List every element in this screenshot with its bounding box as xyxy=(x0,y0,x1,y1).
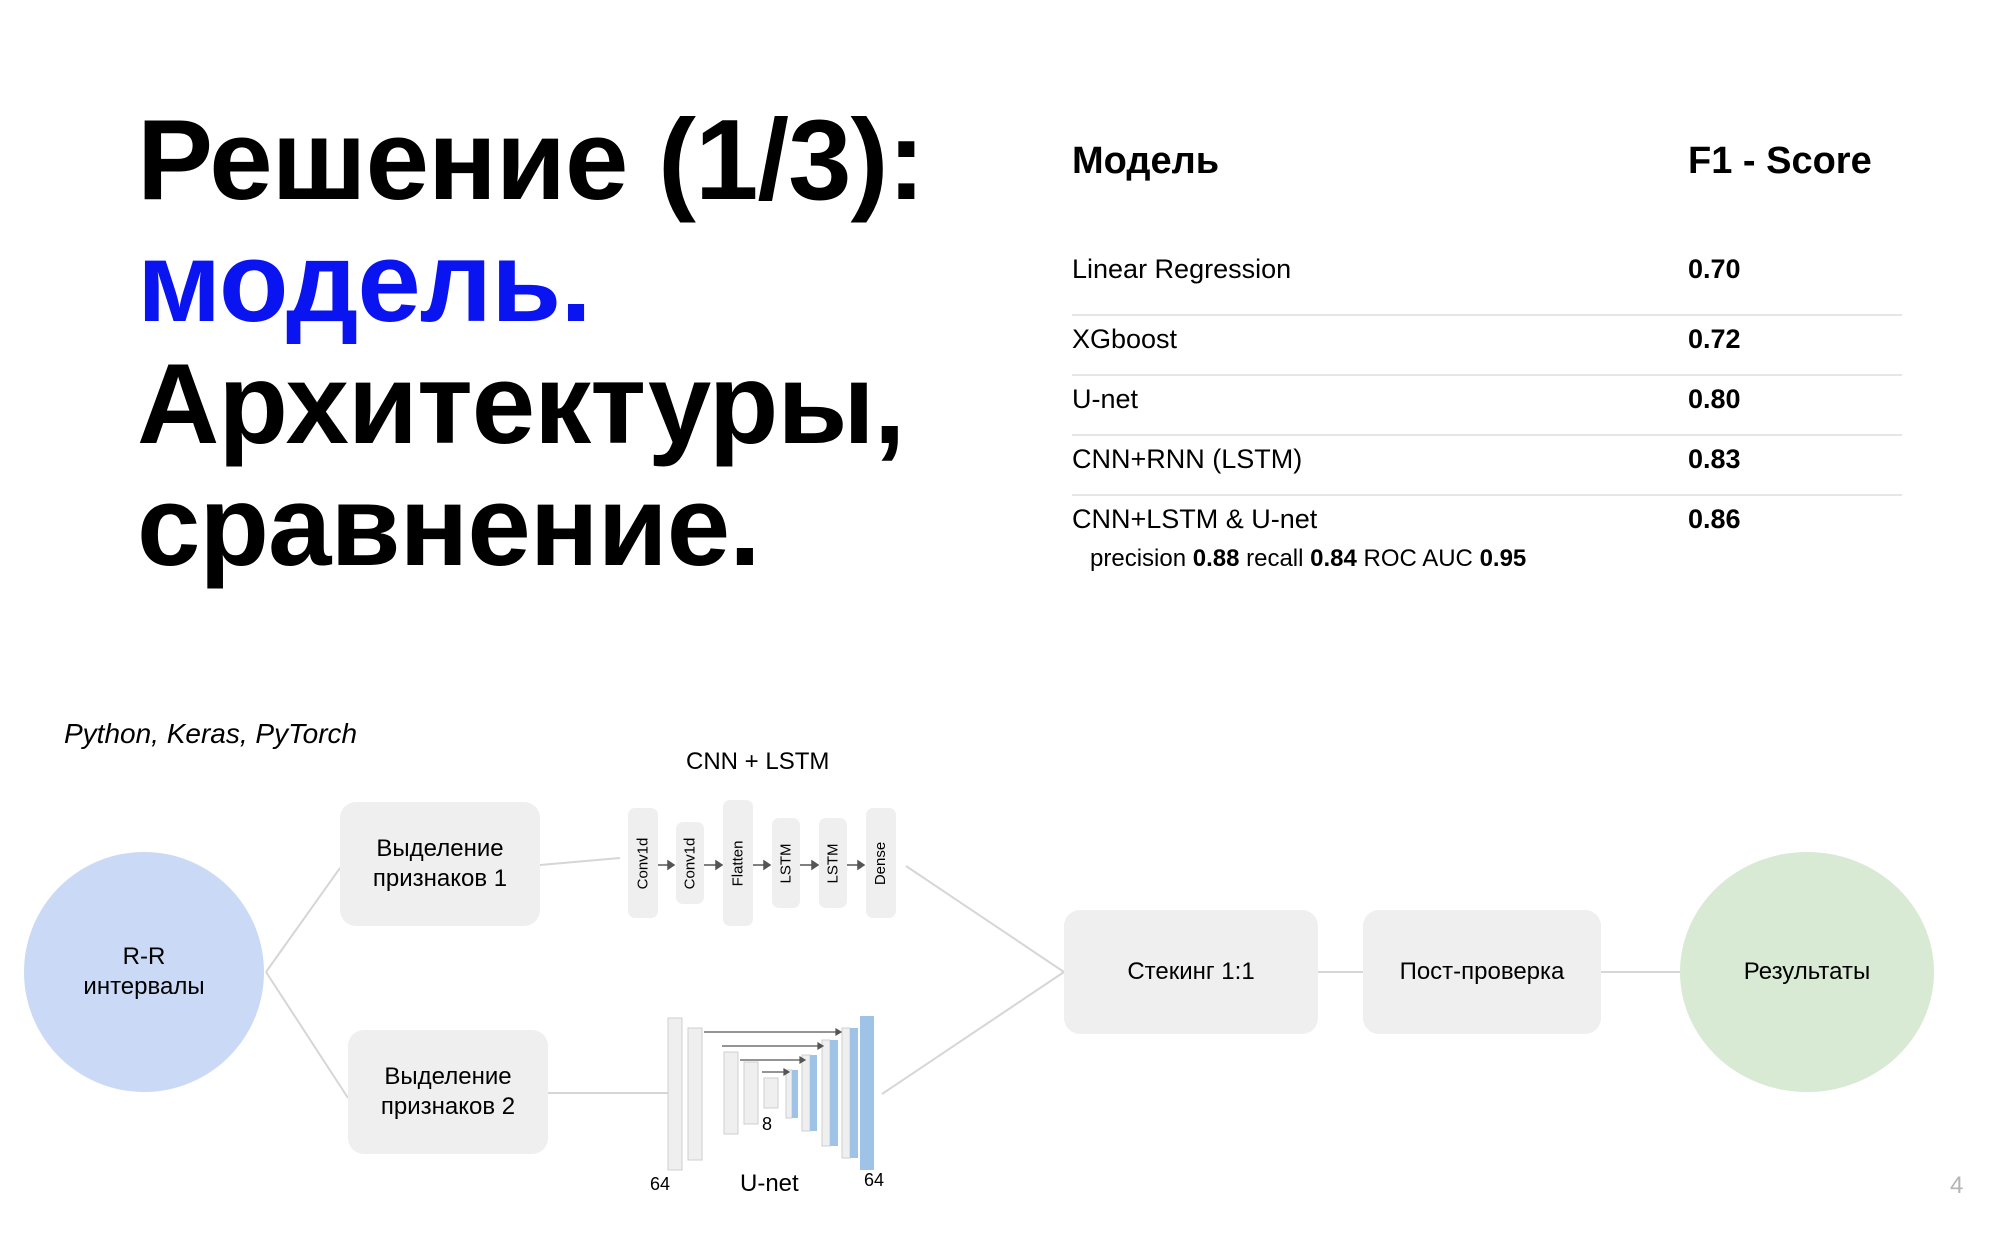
unet-enc-2 xyxy=(687,1027,703,1161)
unet-dec-3a xyxy=(821,1039,831,1147)
cnn-arrows xyxy=(656,859,866,871)
f1-value: 0.72 xyxy=(1688,324,1741,354)
unet-enc-1 xyxy=(667,1017,683,1171)
unet-graphic xyxy=(667,1016,874,1171)
recall-value: 0.84 xyxy=(1310,545,1357,572)
feature2-line-2: признаков 2 xyxy=(380,1093,516,1120)
unet-dec-3b xyxy=(830,1040,838,1146)
unet-dec-2b xyxy=(810,1055,817,1131)
table-row: U-net 0.80 xyxy=(1072,376,1902,436)
f1-value: 0.83 xyxy=(1688,444,1741,474)
layer-label: LSTM xyxy=(824,842,842,884)
model-comparison-table: Модель F1 - Score Linear Regression 0.70… xyxy=(1072,140,1902,556)
unet-label: U-net xyxy=(740,1170,799,1197)
connector-unet-stacking xyxy=(881,971,1065,1095)
cnn-layer-conv1d-2: Conv1d xyxy=(676,822,704,904)
header-model: Модель xyxy=(1072,140,1220,182)
title-line-2: модель. xyxy=(137,219,592,346)
table-row: XGboost 0.72 xyxy=(1072,316,1902,376)
unet-enc-4 xyxy=(743,1061,759,1125)
layer-label: Flatten xyxy=(729,840,747,886)
model-name: CNN+LSTM & U-net xyxy=(1072,504,1318,534)
unet-bottom-size: 8 xyxy=(762,1114,773,1134)
feature-extraction-2: Выделение признаков 2 xyxy=(348,1030,548,1154)
f1-value: 0.70 xyxy=(1688,254,1741,284)
page-number: 4 xyxy=(1950,1172,1964,1199)
layer-label: Dense xyxy=(872,841,890,885)
unet-enc-3 xyxy=(723,1051,739,1135)
results-label: Результаты xyxy=(1743,958,1871,985)
stacking-node: Стекинг 1:1 xyxy=(1064,910,1318,1034)
precision-value: 0.88 xyxy=(1192,545,1240,572)
connector-input-feature2 xyxy=(265,971,349,1099)
title-line-3: Архитектуры, xyxy=(137,341,905,468)
cnn-lstm-title: CNN + LSTM xyxy=(686,748,830,775)
slide-title: Решение (1/3): модель. Архитектуры, срав… xyxy=(137,97,925,590)
roc-auc-label: ROC AUC xyxy=(1363,545,1473,572)
input-line-2: интервалы xyxy=(83,973,205,1000)
feature-extraction-1: Выделение признаков 1 xyxy=(340,802,540,926)
roc-auc-value: 0.95 xyxy=(1479,545,1527,572)
feature2-line-1: Выделение xyxy=(384,1063,512,1090)
unet-dec-1b xyxy=(792,1070,798,1118)
results-node: Результаты xyxy=(1680,852,1934,1092)
connector-cnn-stacking xyxy=(905,865,1065,973)
cnn-layer-flatten: Flatten xyxy=(723,800,753,926)
input-line-1: R-R xyxy=(122,943,166,970)
title-line-1: Решение (1/3): xyxy=(137,97,925,224)
libraries-caption: Python, Keras, PyTorch xyxy=(64,718,358,749)
cnn-layer-lstm-2: LSTM xyxy=(819,818,847,908)
input-node-rr-intervals: R-R интервалы xyxy=(24,852,264,1092)
unet-dec-4a xyxy=(841,1027,851,1159)
table-row: CNN+LSTM & U-net 0.86 xyxy=(1072,496,1902,556)
f1-value: 0.80 xyxy=(1688,384,1741,414)
model-name: Linear Regression xyxy=(1072,254,1292,284)
recall-label: recall xyxy=(1246,545,1304,572)
unet-left-size: 64 xyxy=(650,1174,671,1194)
layer-label: LSTM xyxy=(777,842,795,884)
post-check-node: Пост-проверка xyxy=(1363,910,1601,1034)
model-name: CNN+RNN (LSTM) xyxy=(1072,444,1303,474)
header-f1-score: F1 - Score xyxy=(1688,140,1872,182)
table-row: CNN+RNN (LSTM) 0.83 xyxy=(1072,436,1902,496)
layer-label: Conv1d xyxy=(634,837,652,889)
metrics-note: precision 0.88 recall 0.84 ROC AUC 0.95 xyxy=(1090,545,1526,573)
unet-bottom xyxy=(763,1077,779,1109)
connector-feature1-cnn xyxy=(539,857,621,866)
table-row: Linear Regression 0.70 xyxy=(1072,254,1902,316)
unet-dec-1a xyxy=(785,1069,793,1119)
unet-dec-2a xyxy=(801,1054,811,1132)
model-name: XGboost xyxy=(1072,324,1178,354)
table-header: Модель F1 - Score xyxy=(1072,140,1902,202)
f1-value: 0.86 xyxy=(1688,504,1741,534)
feature1-line-2: признаков 1 xyxy=(372,865,508,892)
stacking-label: Стекинг 1:1 xyxy=(1127,958,1255,985)
precision-label: precision xyxy=(1090,545,1187,572)
unet-right-size: 64 xyxy=(864,1170,885,1190)
model-name: U-net xyxy=(1072,384,1139,414)
unet-dec-4b xyxy=(850,1028,858,1158)
cnn-layer-lstm-1: LSTM xyxy=(772,818,800,908)
feature1-line-1: Выделение xyxy=(376,835,504,862)
title-line-4: сравнение. xyxy=(137,463,761,590)
post-check-label: Пост-проверка xyxy=(1399,958,1565,985)
unet-output xyxy=(860,1016,874,1170)
cnn-layer-dense: Dense xyxy=(866,808,896,918)
layer-label: Conv1d xyxy=(681,837,699,889)
cnn-layer-conv1d-1: Conv1d xyxy=(628,808,658,918)
connector-input-feature1 xyxy=(265,867,341,973)
